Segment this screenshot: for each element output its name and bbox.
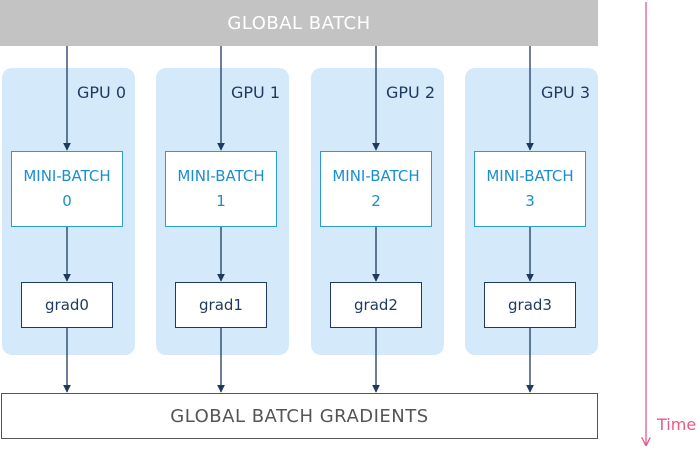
- mini-batch-1-index: 1: [216, 192, 226, 210]
- gpu-label-2: GPU 2: [386, 83, 436, 102]
- mini-batch-3-index: 3: [525, 192, 535, 210]
- mini-batch-0-index: 0: [62, 192, 72, 210]
- grad-box-0: grad0: [21, 282, 113, 328]
- gpu-label-3: GPU 3: [541, 83, 591, 102]
- mini-batch-2: MINI-BATCH 2: [320, 151, 432, 227]
- gpu-label-0: GPU 0: [77, 83, 127, 102]
- mini-batch-0-title: MINI-BATCH: [23, 167, 111, 185]
- mini-batch-0: MINI-BATCH 0: [11, 151, 123, 227]
- grad-2-label: grad2: [354, 296, 398, 314]
- mini-batch-1: MINI-BATCH 1: [165, 151, 277, 227]
- mini-batch-1-title: MINI-BATCH: [177, 167, 265, 185]
- grad-3-label: grad3: [508, 296, 552, 314]
- grad-box-2: grad2: [330, 282, 422, 328]
- global-batch-label: GLOBAL BATCH: [227, 12, 371, 34]
- grad-1-label: grad1: [199, 296, 243, 314]
- mini-batch-2-title: MINI-BATCH: [332, 167, 420, 185]
- global-gradients-box: GLOBAL BATCH GRADIENTS: [1, 393, 598, 439]
- time-label: Time: [657, 415, 697, 434]
- global-batch-bar: GLOBAL BATCH: [0, 0, 598, 46]
- gpu-label-1: GPU 1: [231, 83, 281, 102]
- grad-box-1: grad1: [175, 282, 267, 328]
- grad-0-label: grad0: [45, 296, 89, 314]
- mini-batch-3-title: MINI-BATCH: [486, 167, 574, 185]
- mini-batch-3: MINI-BATCH 3: [474, 151, 586, 227]
- global-gradients-label: GLOBAL BATCH GRADIENTS: [170, 405, 429, 427]
- mini-batch-2-index: 2: [371, 192, 381, 210]
- grad-box-3: grad3: [484, 282, 576, 328]
